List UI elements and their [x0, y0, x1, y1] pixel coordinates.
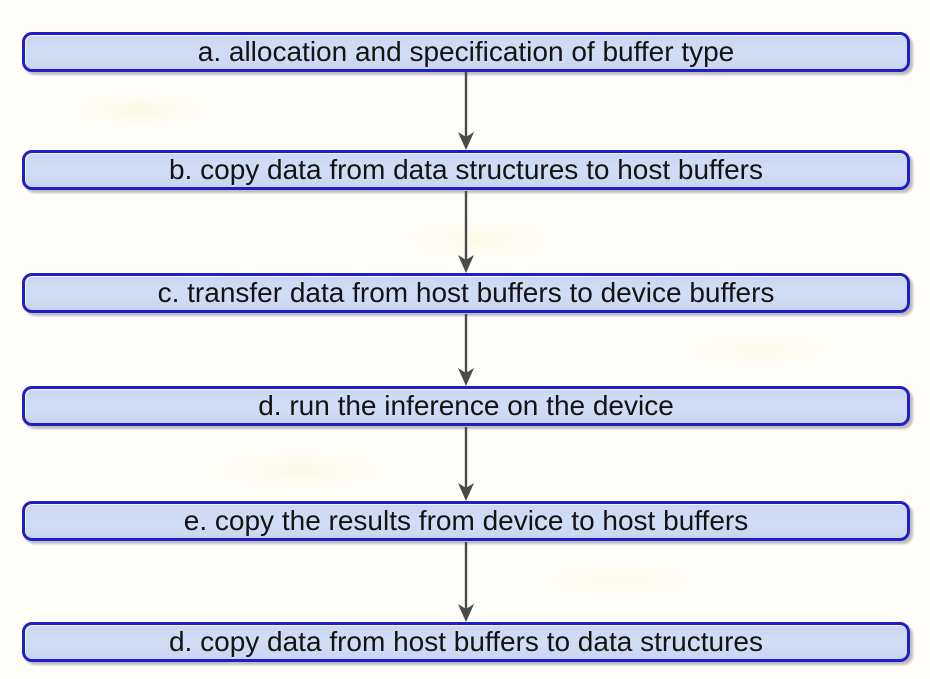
arrow-down-connector — [458, 72, 474, 150]
arrow-down-connector — [458, 314, 474, 386]
flow-step-a-label: a. allocation and specification of buffe… — [197, 36, 735, 67]
flow-step-f-label: d. copy data from host buffers to data s… — [168, 626, 763, 657]
flow-step-a: a. allocation and specification of buffe… — [22, 32, 910, 72]
flow-step-b-label: b. copy data from data structures to hos… — [168, 154, 763, 185]
flow-step-c-label: c. transfer data from host buffers to de… — [157, 277, 775, 308]
arrow-down-connector — [458, 542, 474, 622]
flow-step-f: d. copy data from host buffers to data s… — [22, 622, 910, 662]
flow-step-c: c. transfer data from host buffers to de… — [22, 273, 910, 313]
arrow-down-connector — [458, 427, 474, 501]
flow-step-e: e. copy the results from device to host … — [22, 501, 910, 541]
arrow-down-connector — [458, 191, 474, 273]
flow-step-d: d. run the inference on the device — [22, 386, 910, 426]
flow-step-b: b. copy data from data structures to hos… — [22, 150, 910, 190]
flow-step-e-label: e. copy the results from device to host … — [183, 505, 749, 536]
flow-step-d-label: d. run the inference on the device — [258, 390, 674, 421]
